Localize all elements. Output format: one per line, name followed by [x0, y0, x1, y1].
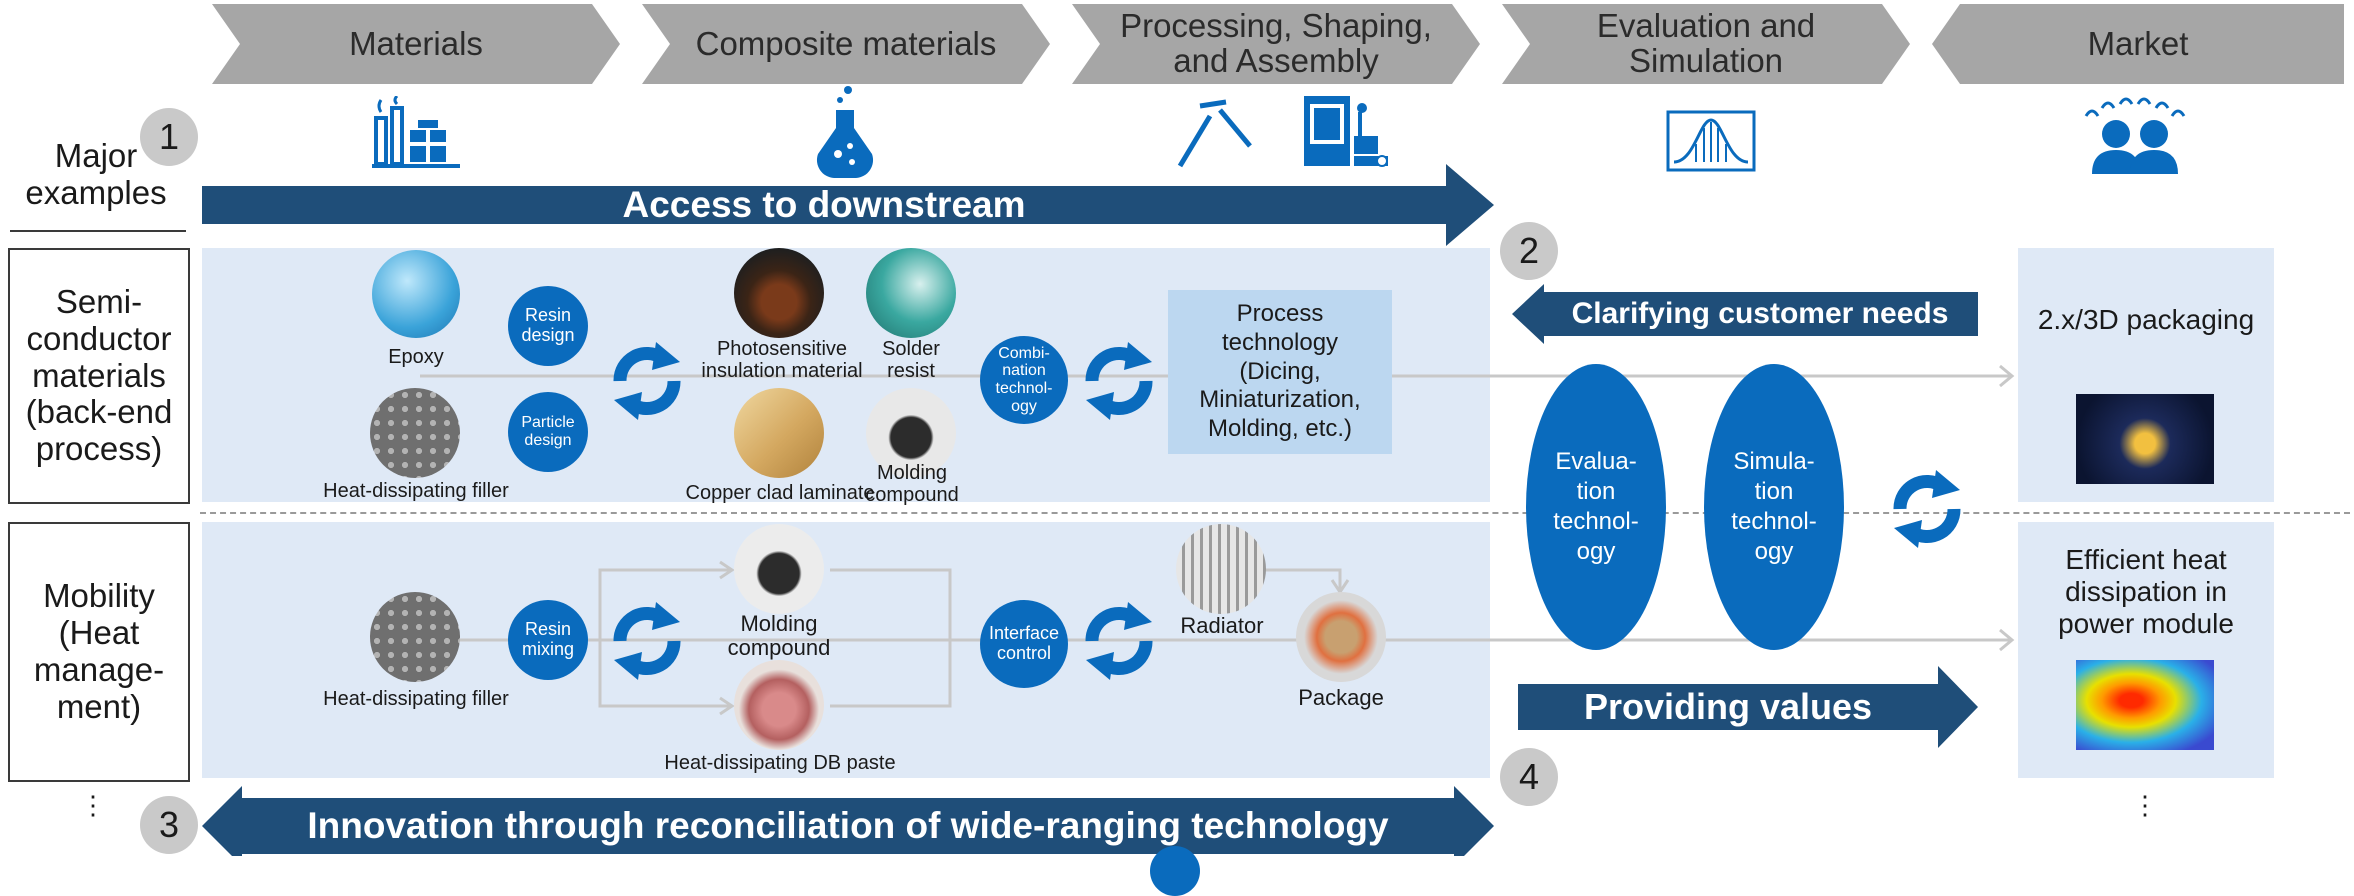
stage-processing: Processing, Shaping, and Assembly: [1072, 4, 1480, 84]
combination-label: Combi-nation technol-ogy: [995, 344, 1053, 415]
audience-icon: [2084, 97, 2186, 174]
resin-design-circle: Resin design: [508, 286, 588, 366]
number-badge-3: 3: [140, 796, 198, 854]
particle-design-label: Particle design: [521, 414, 575, 449]
heat-map-image: [2076, 660, 2214, 750]
innovation-label: Innovation through reconciliation of wid…: [307, 805, 1389, 846]
cycle-arrows-icon: [1893, 470, 1961, 548]
machine-icon: [1304, 96, 1388, 167]
row-header: Major examples: [25, 137, 167, 211]
row-label-semiconductor: Semi-conductor materials (back-end proce…: [8, 248, 190, 504]
evaluation-technology-ellipse: Evalua-tion technol-ogy: [1526, 364, 1666, 650]
innovation-arrow: [202, 786, 1494, 856]
customer-needs-arrow: [1512, 284, 1978, 344]
filler-label: Heat-dissipating filler: [323, 480, 509, 502]
downstream-arrow-label: Access to downstream: [622, 184, 1026, 225]
resin-design-label: Resin design: [521, 305, 575, 345]
db-paste-label: Heat-dissipating DB paste: [664, 752, 896, 774]
copper-clad-image: [734, 388, 824, 478]
bell-curve-chart-icon: [1666, 110, 1756, 172]
header-divider: [10, 230, 186, 232]
stage-label: Evaluation and Simulation: [1596, 7, 1816, 79]
molding-label: Molding compound: [865, 462, 959, 506]
chevron-shape: [1502, 4, 1910, 84]
row-label-mobility: Mobility (Heat manage-ment): [8, 522, 190, 782]
mobility-filler-label: Heat-dissipating filler: [323, 688, 509, 710]
chevron-shape: [642, 4, 1050, 84]
stage-label: Processing, Shaping, and Assembly: [1120, 7, 1432, 79]
flask-icon: [816, 86, 874, 178]
packaging-label: 2.x/3D packaging: [2037, 304, 2255, 335]
number-badge-1: 1: [140, 108, 198, 166]
heat-dissipation-label: Efficient heat dissipation in power modu…: [2058, 544, 2234, 640]
row-divider: [200, 512, 2350, 514]
db-paste-image: [734, 660, 824, 750]
stage-evaluation: Evaluation and Simulation: [1502, 4, 1910, 84]
stage-label: Composite materials: [695, 24, 997, 62]
process-technology-label: Process technology (Dicing, Miniaturizat…: [1199, 300, 1361, 443]
combination-circle: Combi-nation technol-ogy: [980, 336, 1068, 424]
cycle-arrows-icon: [1085, 602, 1153, 680]
molding-image: [734, 524, 824, 614]
chevron-shape: [1932, 4, 2344, 84]
molding-image: [866, 388, 956, 478]
process-technology-box: Process technology (Dicing, Miniaturizat…: [1168, 290, 1392, 454]
photosensitive-image: [734, 248, 824, 338]
stage-label: Materials: [349, 24, 483, 62]
customer-needs-label: Clarifying customer needs: [1571, 297, 1949, 330]
simulation-technology-label: Simula-tion technol-ogy: [1731, 448, 1817, 565]
number-badge-2: 2: [1500, 222, 1558, 280]
stage-materials: Materials: [212, 4, 620, 84]
filler-image: [370, 388, 460, 478]
factory-icon: [372, 96, 460, 168]
resin-mixing-label: Resin mixing: [521, 619, 574, 659]
cycle-arrows-icon: [613, 342, 681, 420]
filler-image: [370, 592, 460, 682]
test-tube-icon: [1177, 99, 1252, 168]
radiator-label: Radiator: [1180, 613, 1264, 638]
partial-circle: [1150, 846, 1200, 896]
more-markets-indicator: ⋮: [2132, 790, 2158, 820]
resin-mixing-circle: Resin mixing: [508, 600, 588, 680]
interface-control-label: Interface control: [988, 623, 1060, 663]
radiator-image: [1176, 524, 1266, 614]
photosensitive-label: Photosensitive insulation material: [701, 338, 863, 382]
cycle-arrows-icon: [1085, 342, 1153, 420]
package-image: [1296, 592, 1386, 682]
package-label: Package: [1298, 685, 1384, 710]
interface-control-circle: Interface control: [980, 600, 1068, 688]
more-rows-indicator: ⋮: [80, 790, 106, 820]
evaluation-technology-label: Evalua-tion technol-ogy: [1553, 448, 1639, 565]
particle-design-circle: Particle design: [508, 392, 588, 472]
cycle-arrows-icon: [613, 602, 681, 680]
row-label-text: Semi-conductor materials (back-end proce…: [25, 282, 173, 468]
solder-resist-image: [866, 248, 956, 338]
downstream-arrow: [202, 164, 1494, 246]
chevron-shape: [1072, 4, 1480, 84]
epoxy-label: Epoxy: [388, 346, 444, 368]
solder-resist-label: Solder resist: [882, 338, 940, 382]
epoxy-image: [372, 250, 460, 338]
stage-composite: Composite materials: [642, 4, 1050, 84]
simulation-technology-ellipse: Simula-tion technol-ogy: [1704, 364, 1844, 650]
chevron-shape: [212, 4, 620, 84]
providing-values-arrow: [1518, 666, 1978, 748]
providing-values-label: Providing values: [1583, 686, 1873, 727]
row-label-text: Mobility (Heat manage-ment): [33, 577, 165, 725]
number-badge-4: 4: [1500, 748, 1558, 806]
stage-market: Market: [1932, 4, 2344, 84]
copper-clad-label: Copper clad laminate: [685, 482, 875, 504]
mobility-molding-label: Molding compound: [727, 611, 831, 661]
packaging-image: [2076, 394, 2214, 484]
stage-label: Market: [2087, 24, 2189, 62]
